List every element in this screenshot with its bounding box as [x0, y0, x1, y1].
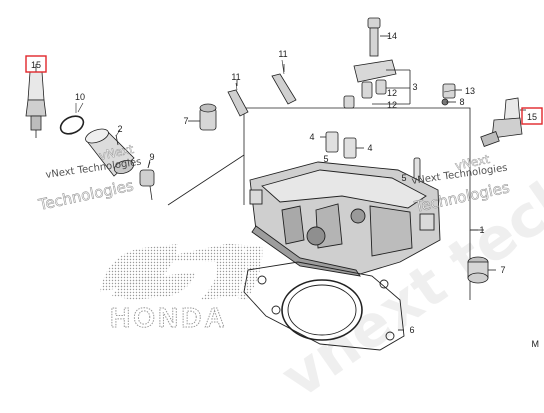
callout-2: 2 [117, 124, 122, 134]
callout-15-right: 15 [527, 112, 537, 122]
callout-4-left: 4 [309, 132, 314, 142]
callout-7-left: 7 [183, 116, 188, 126]
rocker-components-3 [343, 59, 411, 109]
callout-8: 8 [459, 97, 464, 107]
callout-9: 9 [149, 152, 154, 162]
insulator-2 [85, 128, 135, 177]
highlight-box-left [25, 55, 47, 73]
corner-mark: M [532, 339, 540, 349]
highlight-box-right [521, 107, 543, 125]
callout-numbers: 15 15 10 2 9 7 11 11 14 3 12 12 13 8 4 4… [31, 31, 539, 349]
stud-bolts-11 [227, 64, 297, 117]
callout-10: 10 [75, 92, 85, 102]
bolt-9 [139, 159, 155, 201]
callout-leaders [77, 59, 456, 169]
cap-nut-7-left [188, 103, 217, 131]
callout-15-left: 15 [31, 60, 41, 70]
o-ring-10 [59, 103, 85, 135]
callout-6: 6 [409, 325, 414, 335]
honda-wing-logo: HONDA [100, 243, 263, 334]
callout-7-right: 7 [500, 265, 505, 275]
cylinder-head-1 [249, 161, 441, 277]
cap-nut-7-right [467, 256, 496, 284]
spark-plug-right [480, 97, 526, 147]
callout-13: 13 [465, 86, 475, 96]
callout-5-left: 5 [323, 154, 328, 164]
callout-12-lower: 12 [387, 100, 397, 110]
spark-plug-left [25, 64, 47, 138]
head-gasket-6 [243, 261, 405, 351]
honda-logo-text: HONDA [110, 302, 228, 333]
callout-14: 14 [387, 31, 397, 41]
watermark-left-line3: Technologies [36, 176, 135, 214]
callout-11-top: 11 [278, 49, 287, 59]
watermark-left: vNext vNext Technologies Technologies [36, 142, 142, 215]
callout-11-left: 11 [231, 72, 240, 82]
callout-5-right: 5 [401, 173, 406, 183]
callout-3: 3 [412, 82, 417, 92]
bolt-14 [367, 17, 390, 57]
callout-4-right: 4 [367, 143, 372, 153]
callout-12-upper: 12 [387, 88, 397, 98]
callout-1: 1 [479, 225, 484, 235]
